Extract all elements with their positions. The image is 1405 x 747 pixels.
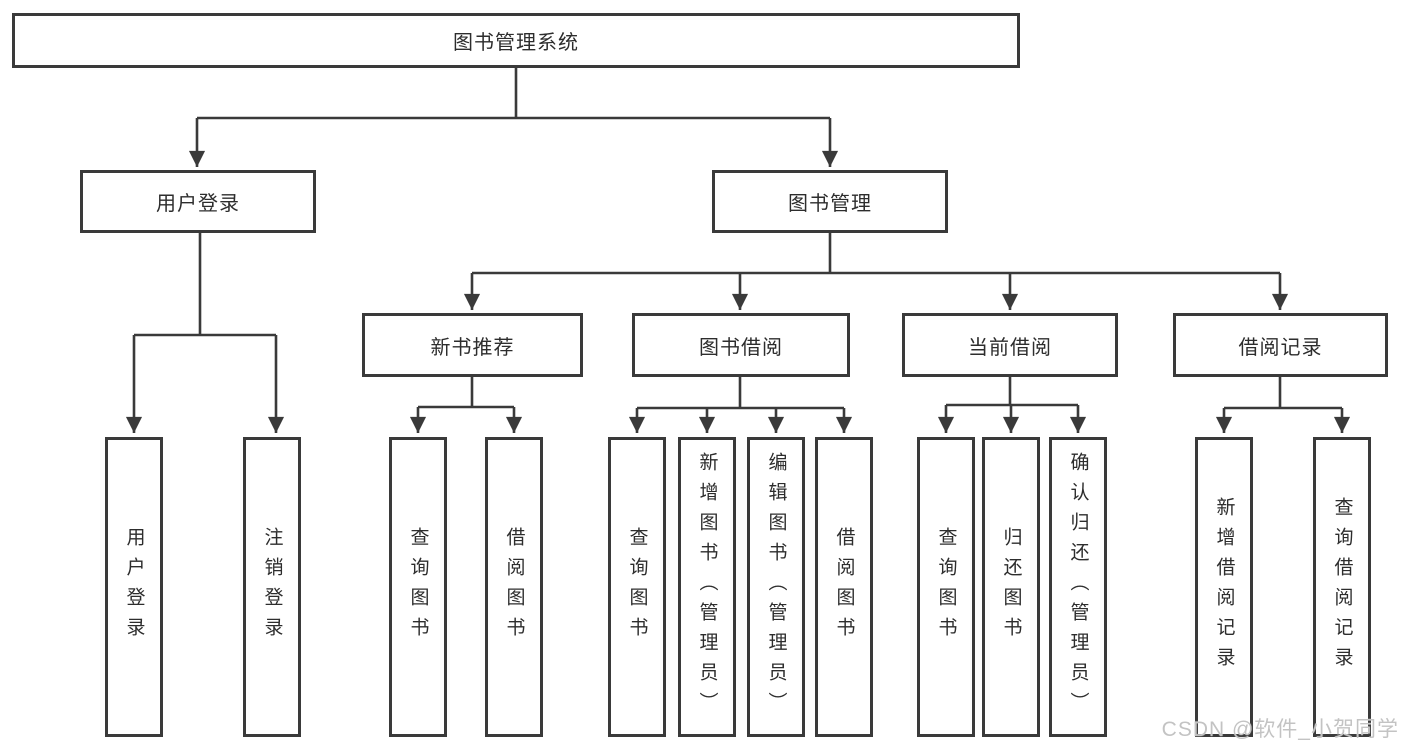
leaf-node-add-books-admin: 新增图书（管理员） <box>678 437 736 737</box>
leaf-node-query-borrow-record: 查询借阅记录 <box>1313 437 1371 737</box>
csdn-watermark: CSDN @软件_小贺同学 <box>1161 718 1399 741</box>
group-node-current-borrow: 当前借阅 <box>902 313 1118 377</box>
root-node-library-system: 图书管理系统 <box>12 13 1020 68</box>
leaf-node-borrow-books-2: 借阅图书 <box>815 437 873 737</box>
group-node-borrow-record: 借阅记录 <box>1173 313 1388 377</box>
group-node-new-book-recommend: 新书推荐 <box>362 313 583 377</box>
leaf-node-query-books-3: 查询图书 <box>917 437 975 737</box>
group-node-book-borrow: 图书借阅 <box>632 313 850 377</box>
leaf-node-return-books: 归还图书 <box>982 437 1040 737</box>
leaf-node-query-books-1: 查询图书 <box>389 437 447 737</box>
leaf-node-logout: 注销登录 <box>243 437 301 737</box>
branch-node-book-management: 图书管理 <box>712 170 948 233</box>
leaf-node-add-borrow-record: 新增借阅记录 <box>1195 437 1253 737</box>
leaf-node-edit-books-admin: 编辑图书（管理员） <box>747 437 805 737</box>
leaf-node-confirm-return-admin: 确认归还（管理员） <box>1049 437 1107 737</box>
leaf-node-user-login: 用户登录 <box>105 437 163 737</box>
branch-node-user-login: 用户登录 <box>80 170 316 233</box>
leaf-node-query-books-2: 查询图书 <box>608 437 666 737</box>
leaf-node-borrow-books-1: 借阅图书 <box>485 437 543 737</box>
